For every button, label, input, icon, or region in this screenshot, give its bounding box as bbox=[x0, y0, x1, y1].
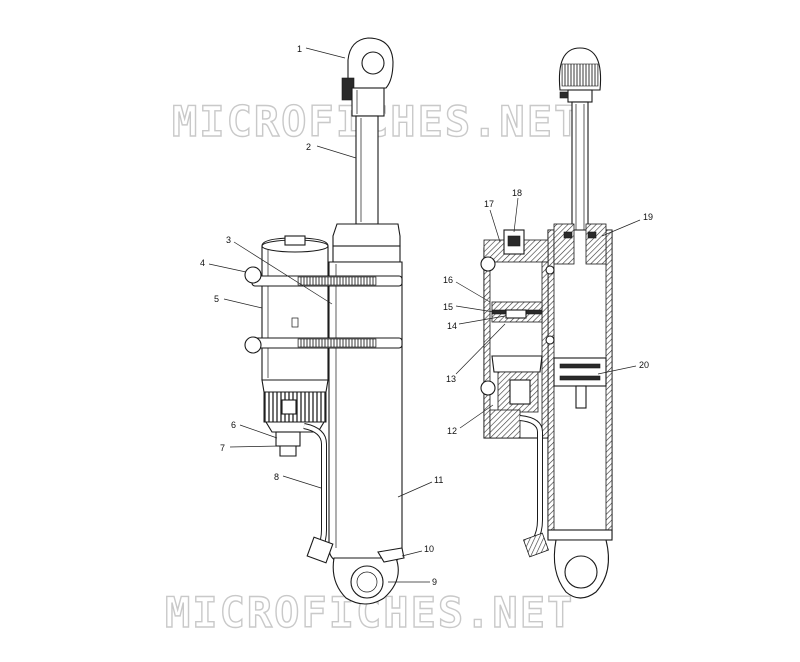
callout-label: 17 bbox=[484, 199, 494, 209]
callout-11: 11 bbox=[397, 475, 443, 498]
callout-label: 3 bbox=[226, 235, 231, 245]
callout-15: 15 bbox=[443, 302, 495, 313]
callout-20: 20 bbox=[597, 360, 649, 375]
callout-17: 17 bbox=[484, 199, 501, 243]
callout-14: 14 bbox=[447, 315, 506, 331]
shock-cutaway-view bbox=[480, 47, 613, 599]
callout-label: 15 bbox=[443, 302, 453, 312]
callout-label: 8 bbox=[274, 472, 279, 482]
callout-label: 20 bbox=[639, 360, 649, 370]
callout-3: 3 bbox=[226, 235, 333, 305]
piston-shaft bbox=[355, 115, 379, 225]
callout-13: 13 bbox=[446, 323, 506, 384]
callouts: 1 2 3 4 5 6 7 8 bbox=[200, 44, 653, 587]
callout-label: 14 bbox=[447, 321, 457, 331]
callout-16: 16 bbox=[443, 275, 491, 303]
callout-label: 6 bbox=[231, 420, 236, 430]
callout-label: 7 bbox=[220, 443, 225, 453]
adjuster-knob bbox=[261, 379, 329, 433]
callout-4: 4 bbox=[200, 258, 247, 273]
callout-1: 1 bbox=[297, 44, 346, 59]
cutaway-top-eyelet bbox=[558, 47, 602, 103]
callout-label: 18 bbox=[512, 188, 522, 198]
callout-9: 9 bbox=[388, 577, 437, 587]
bottom-eyelet bbox=[332, 547, 405, 605]
callout-18: 18 bbox=[512, 188, 522, 233]
cutaway-piston bbox=[553, 357, 607, 409]
clamp-bands bbox=[244, 266, 403, 354]
callout-10: 10 bbox=[401, 544, 434, 557]
top-eyelet bbox=[341, 37, 394, 117]
callout-6: 6 bbox=[231, 420, 278, 439]
callout-label: 2 bbox=[306, 142, 311, 152]
callout-label: 4 bbox=[200, 258, 205, 268]
callout-label: 9 bbox=[432, 577, 437, 587]
callout-5: 5 bbox=[214, 294, 263, 309]
callout-label: 11 bbox=[434, 475, 443, 485]
callout-12: 12 bbox=[447, 404, 494, 436]
callout-label: 19 bbox=[643, 212, 653, 222]
callout-label: 13 bbox=[446, 374, 456, 384]
callout-label: 10 bbox=[424, 544, 434, 554]
callout-label: 1 bbox=[297, 44, 302, 54]
callout-19: 19 bbox=[601, 212, 653, 237]
main-body bbox=[328, 261, 403, 563]
callout-label: 12 bbox=[447, 426, 457, 436]
hose bbox=[303, 423, 327, 550]
fitting-nut bbox=[275, 431, 301, 447]
cutaway-reservoir bbox=[480, 229, 555, 439]
reservoir bbox=[261, 235, 329, 381]
callout-label: 5 bbox=[214, 294, 219, 304]
callout-label: 16 bbox=[443, 275, 453, 285]
shock-external-view bbox=[244, 37, 405, 605]
callout-2: 2 bbox=[306, 142, 357, 159]
callout-7: 7 bbox=[220, 443, 281, 453]
body-cap bbox=[332, 223, 401, 247]
callout-8: 8 bbox=[274, 472, 322, 489]
